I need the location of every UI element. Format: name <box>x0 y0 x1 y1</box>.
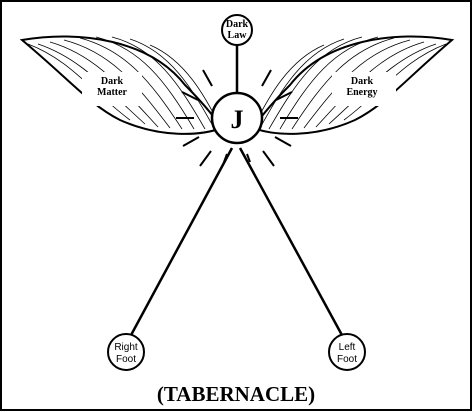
right-wing-label-line2: Energy <box>346 87 377 98</box>
top-node-circle <box>221 14 253 46</box>
right-foot-node-circle <box>107 333 145 371</box>
right-wing <box>251 35 455 135</box>
right-foot-label-line2: Foot <box>116 354 136 365</box>
center-node-circle <box>210 91 264 145</box>
left-wing <box>19 35 224 135</box>
diagram-caption: (TABERNACLE) <box>157 382 315 406</box>
right-foot-label-line1: Right <box>114 342 138 353</box>
left-wing-label-line1: Dark <box>101 76 124 87</box>
line-center-to-right-foot <box>128 147 234 338</box>
rays <box>176 69 298 167</box>
line-center-to-left-foot <box>238 147 345 338</box>
top-node-label-line2: Law <box>228 30 248 41</box>
left-wing-label-line2: Matter <box>97 87 128 98</box>
top-node-label-line1: Dark <box>226 19 249 30</box>
right-wing-label-line1: Dark <box>351 76 374 87</box>
center-node-label: J <box>231 105 244 134</box>
left-foot-label-line2: Foot <box>337 354 357 365</box>
left-foot-label-line1: Left <box>339 342 356 353</box>
left-foot-node-circle <box>328 333 366 371</box>
